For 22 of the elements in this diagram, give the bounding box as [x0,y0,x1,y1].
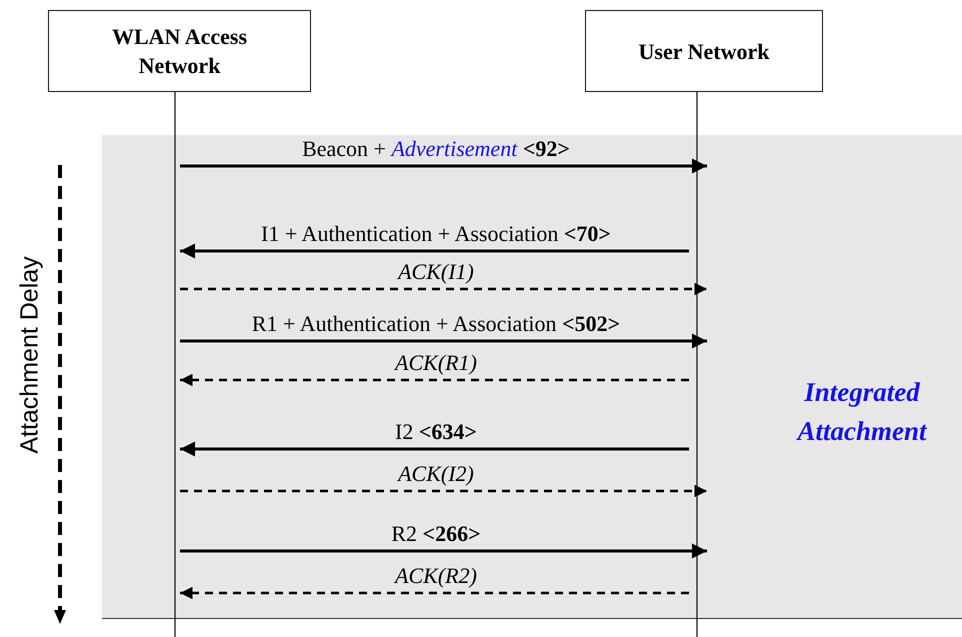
participant-name: User Network [638,38,770,66]
message-arrow [180,334,707,348]
message-arrow [180,442,689,456]
message-label: Beacon + Advertisement <92> [301,137,571,161]
message-arrow [180,244,689,258]
phase-title: Integrated Attachment [795,376,928,448]
message-arrow [180,374,689,386]
message-arrow [180,282,707,296]
message-label: ACK(I2) [396,462,475,486]
message-label: ACK(R2) [392,564,478,588]
message-arrow [180,484,707,498]
message-label: ACK(I1) [396,260,475,284]
message-label: I2 <634> [394,420,478,444]
message-label: ACK(R1) [392,351,478,375]
message-arrow [180,586,689,600]
message-arrow [180,544,707,558]
message-label: R1 + Authentication + Association <502> [250,312,622,336]
participant-name: WLAN Access Network [110,23,248,80]
axis-label: Attachment Delay [16,256,44,454]
message-label: I1 + Authentication + Association <70> [260,222,612,246]
message-arrow [180,158,707,174]
message-label: R2 <266> [390,522,482,546]
